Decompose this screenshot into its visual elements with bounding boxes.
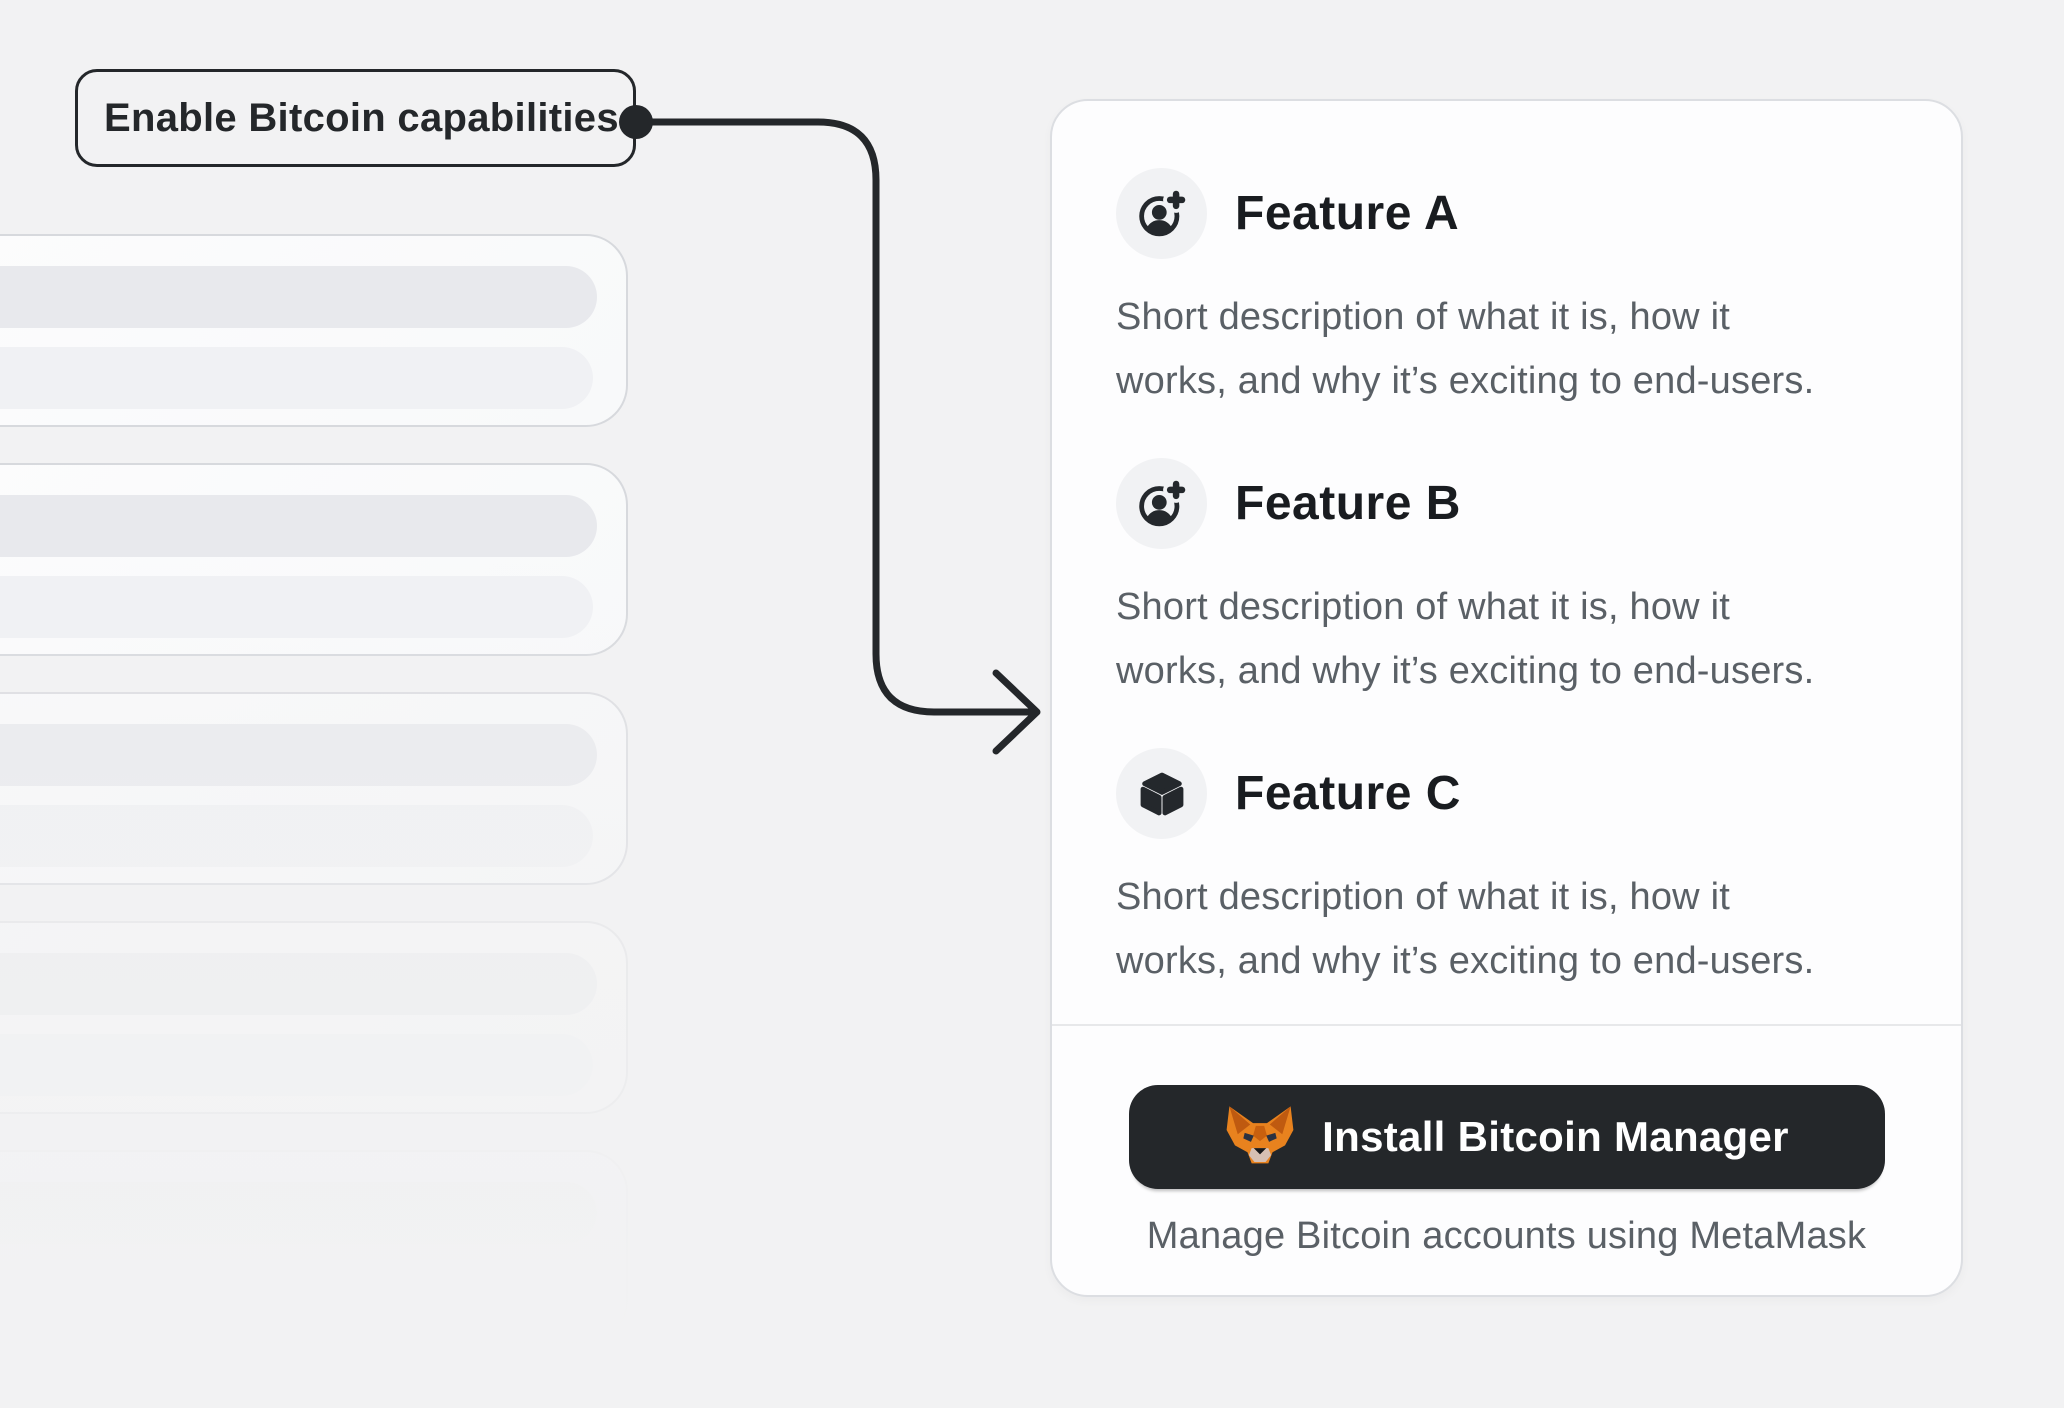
feature-header: Feature A [1116, 168, 1909, 259]
user-plus-icon [1116, 168, 1207, 259]
skeleton-card [0, 921, 628, 1114]
skeleton-bar [0, 266, 597, 328]
skeleton-bar [0, 1034, 593, 1096]
connector-line [647, 118, 1038, 716]
skeleton-bar [0, 347, 593, 409]
skeleton-card [0, 692, 628, 885]
user-plus-icon [1116, 458, 1207, 549]
skeleton-bar [0, 724, 597, 786]
skeleton-bar [0, 953, 597, 1015]
feature-description: Short description of what it is, how it … [1116, 876, 1815, 982]
feature-description: Short description of what it is, how it … [1116, 296, 1815, 402]
install-button-label: Install Bitcoin Manager [1322, 1113, 1789, 1160]
feature-item-c: Feature C Short description of what it i… [1116, 748, 1909, 993]
install-bitcoin-manager-button[interactable]: Install Bitcoin Manager [1128, 1085, 1885, 1189]
feature-card-body: Feature A Short description of what it i… [1052, 101, 1961, 993]
cube-icon [1116, 748, 1207, 839]
skeleton-bar [0, 495, 597, 557]
cta-section: Install Bitcoin Manager Manage Bitcoin a… [1052, 1026, 1961, 1258]
callout-label: Enable Bitcoin capabilities [75, 69, 636, 167]
feature-title: Feature A [1235, 187, 1460, 240]
arrowhead-icon [992, 669, 1041, 755]
placeholder-list [0, 234, 628, 1379]
feature-card: Feature A Short description of what it i… [1050, 99, 1963, 1297]
feature-item-b: Feature B Short description of what it i… [1116, 458, 1909, 703]
skeleton-card [0, 234, 628, 427]
feature-title: Feature B [1235, 477, 1461, 530]
skeleton-bar [0, 1182, 597, 1244]
callout-label-text: Enable Bitcoin capabilities [104, 95, 619, 140]
skeleton-bar [0, 805, 593, 867]
feature-description: Short description of what it is, how it … [1116, 586, 1815, 692]
feature-item-a: Feature A Short description of what it i… [1116, 168, 1909, 413]
skeleton-card [0, 1150, 628, 1343]
feature-title: Feature C [1235, 767, 1461, 820]
cta-caption: Manage Bitcoin accounts using MetaMask [1146, 1215, 1867, 1257]
skeleton-bar [0, 1263, 593, 1325]
divider [1052, 1024, 1961, 1026]
feature-header: Feature B [1116, 458, 1909, 549]
feature-header: Feature C [1116, 748, 1909, 839]
skeleton-bar [0, 576, 593, 638]
skeleton-card [0, 463, 628, 656]
metamask-fox-icon [1224, 1105, 1296, 1169]
